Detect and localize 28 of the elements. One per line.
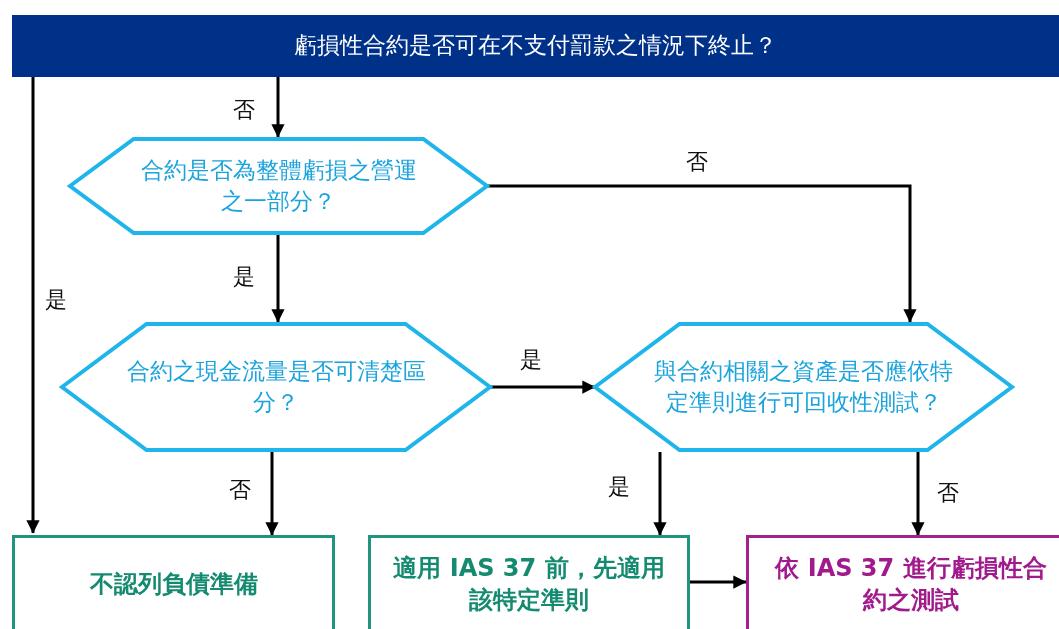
arrow (265, 452, 279, 536)
arrow (490, 380, 596, 394)
edge-label: 否 (229, 476, 251, 504)
arrow (487, 184, 917, 323)
question-text: 合約是否為整體虧損之營運之一部分？ (139, 155, 418, 216)
edge-label: 是 (45, 286, 67, 314)
edge-label: 否 (937, 479, 959, 507)
arrow (26, 77, 40, 534)
edge-label: 否 (686, 148, 708, 176)
edge-label: 是 (520, 346, 542, 374)
arrow (690, 575, 747, 589)
edge-label: 是 (608, 473, 630, 501)
question-text: 合約之現金流量是否可清楚區分？ (126, 356, 426, 417)
outcome-box (746, 535, 1059, 629)
outcome-text: 不認列負債準備 (89, 569, 258, 600)
question-text: 與合約相關之資產是否應依特定準則進行可回收性測試？ (653, 356, 954, 417)
edge-label: 是 (233, 263, 255, 291)
arrow (911, 452, 925, 536)
arrow (653, 452, 667, 536)
outcome-text: 適用 IAS 37 前，先適用該特定準則 (392, 553, 666, 617)
arrow (271, 77, 285, 138)
outcome-box (368, 535, 690, 629)
outcome-box (12, 535, 335, 629)
edge-label: 否 (233, 96, 255, 124)
question-banner (12, 15, 1059, 77)
question-text: 虧損性合約是否可在不支付罰款之情況下終止？ (294, 31, 777, 61)
arrow (271, 235, 285, 323)
outcome-text: 依 IAS 37 進行虧損性合約之測試 (773, 553, 1048, 617)
